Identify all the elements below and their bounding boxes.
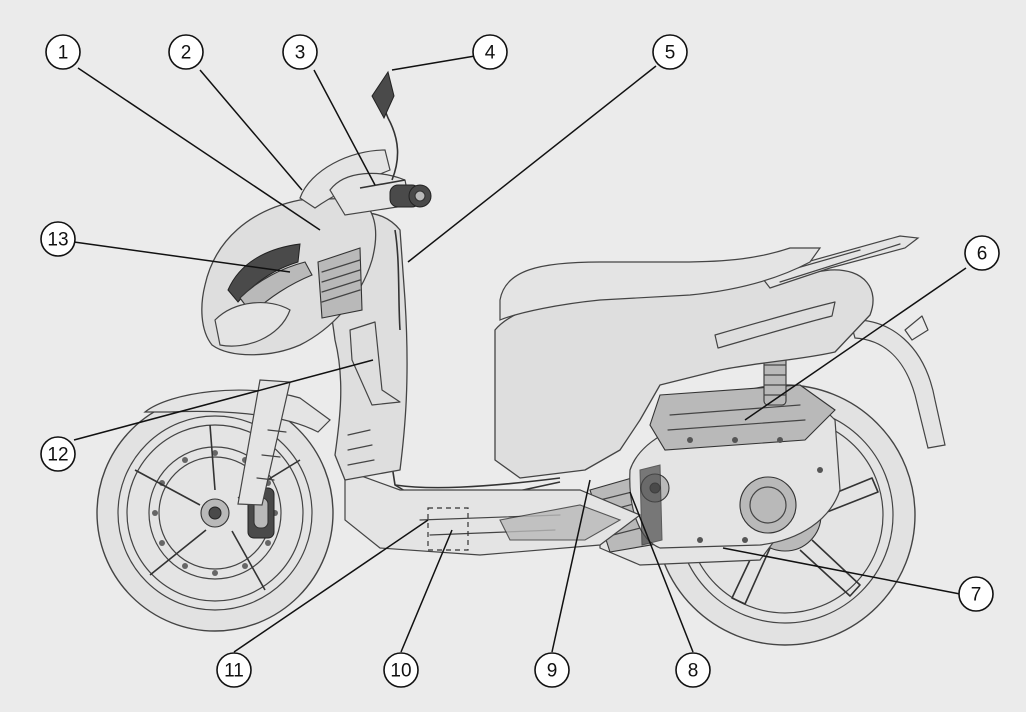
callout-7: 7 <box>958 576 994 612</box>
callout-number: 6 <box>977 244 988 265</box>
mirror <box>371 70 395 120</box>
callout-4: 4 <box>472 34 508 70</box>
handlebar <box>329 172 432 216</box>
callout-circle <box>964 235 1000 271</box>
callout-circle <box>40 221 76 257</box>
callout-circle <box>472 34 508 70</box>
callout-circle <box>383 652 419 688</box>
callout-number: 2 <box>181 43 192 64</box>
callout-number: 12 <box>47 445 68 466</box>
rear-fender <box>849 319 946 449</box>
callout-number: 3 <box>295 43 306 64</box>
front-fork <box>237 379 291 506</box>
seat <box>499 247 822 321</box>
callout-number: 8 <box>688 661 699 682</box>
callout-circle <box>675 652 711 688</box>
callout-circle <box>282 34 318 70</box>
callout-circle <box>216 652 252 688</box>
callout-number: 5 <box>665 43 676 64</box>
scooter-line-drawing <box>96 70 946 646</box>
callout-10: 10 <box>383 652 419 688</box>
callout-circle <box>168 34 204 70</box>
callout-12: 12 <box>40 436 76 472</box>
callout-9: 9 <box>534 652 570 688</box>
callout-number: 1 <box>58 43 69 64</box>
front-wheel <box>96 394 334 632</box>
callout-circle <box>40 436 76 472</box>
callout-number: 10 <box>390 661 411 682</box>
leader-lines <box>73 55 967 653</box>
rear-rack <box>758 235 920 289</box>
callout-1: 1 <box>45 34 81 70</box>
chassis-number-box <box>427 507 469 551</box>
callout-circle <box>45 34 81 70</box>
callout-circle <box>958 576 994 612</box>
callout-number: 9 <box>547 661 558 682</box>
callout-number: 7 <box>971 585 982 606</box>
callout-11: 11 <box>216 652 252 688</box>
callout-number: 13 <box>47 230 68 251</box>
callout-number: 11 <box>224 661 244 682</box>
callout-circle <box>652 34 688 70</box>
callout-2: 2 <box>168 34 204 70</box>
callout-5: 5 <box>652 34 688 70</box>
callout-circle <box>534 652 570 688</box>
callout-8: 8 <box>675 652 711 688</box>
callout-6: 6 <box>964 235 1000 271</box>
side-vent <box>317 247 363 319</box>
callout-13: 13 <box>40 221 76 257</box>
callout-3: 3 <box>282 34 318 70</box>
callout-number: 4 <box>485 43 496 64</box>
